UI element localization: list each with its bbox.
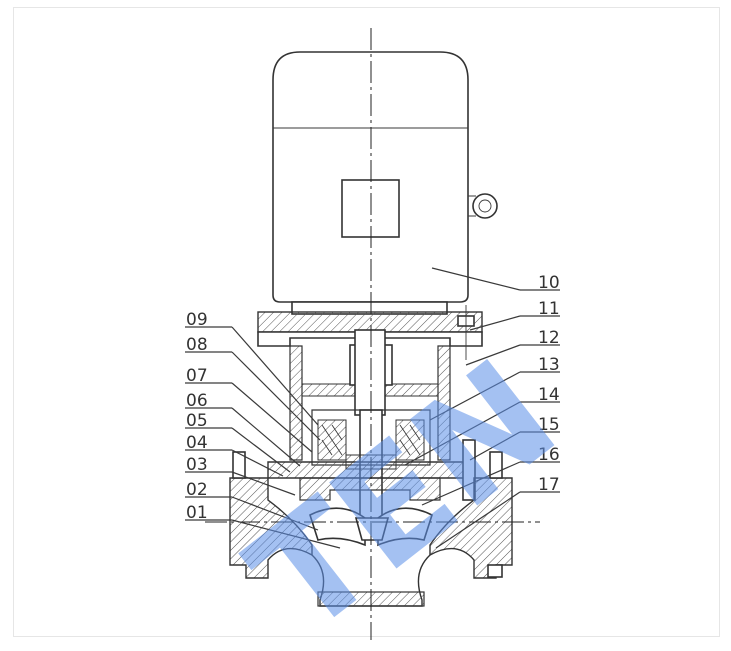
leaders-left <box>185 326 341 549</box>
pump-casing <box>229 451 513 607</box>
label-03: 03 <box>186 455 208 475</box>
label-17: 17 <box>538 475 560 495</box>
label-12: 12 <box>538 328 560 348</box>
label-09: 09 <box>186 310 208 330</box>
label-08: 08 <box>186 335 208 355</box>
motor <box>272 51 498 315</box>
label-06: 06 <box>186 391 208 411</box>
lifting-eye <box>472 193 498 219</box>
label-15: 15 <box>538 415 560 435</box>
label-11: 11 <box>538 299 560 319</box>
label-04: 04 <box>186 433 208 453</box>
impeller <box>309 507 433 547</box>
label-01: 01 <box>186 503 208 523</box>
label-10: 10 <box>538 273 560 293</box>
label-02: 02 <box>186 480 208 500</box>
drawing-frame <box>13 7 720 637</box>
leaders-right <box>404 267 560 549</box>
label-07: 07 <box>186 366 208 386</box>
label-05: 05 <box>186 411 208 431</box>
label-14: 14 <box>538 385 560 405</box>
label-16: 16 <box>538 445 560 465</box>
label-13: 13 <box>538 355 560 375</box>
